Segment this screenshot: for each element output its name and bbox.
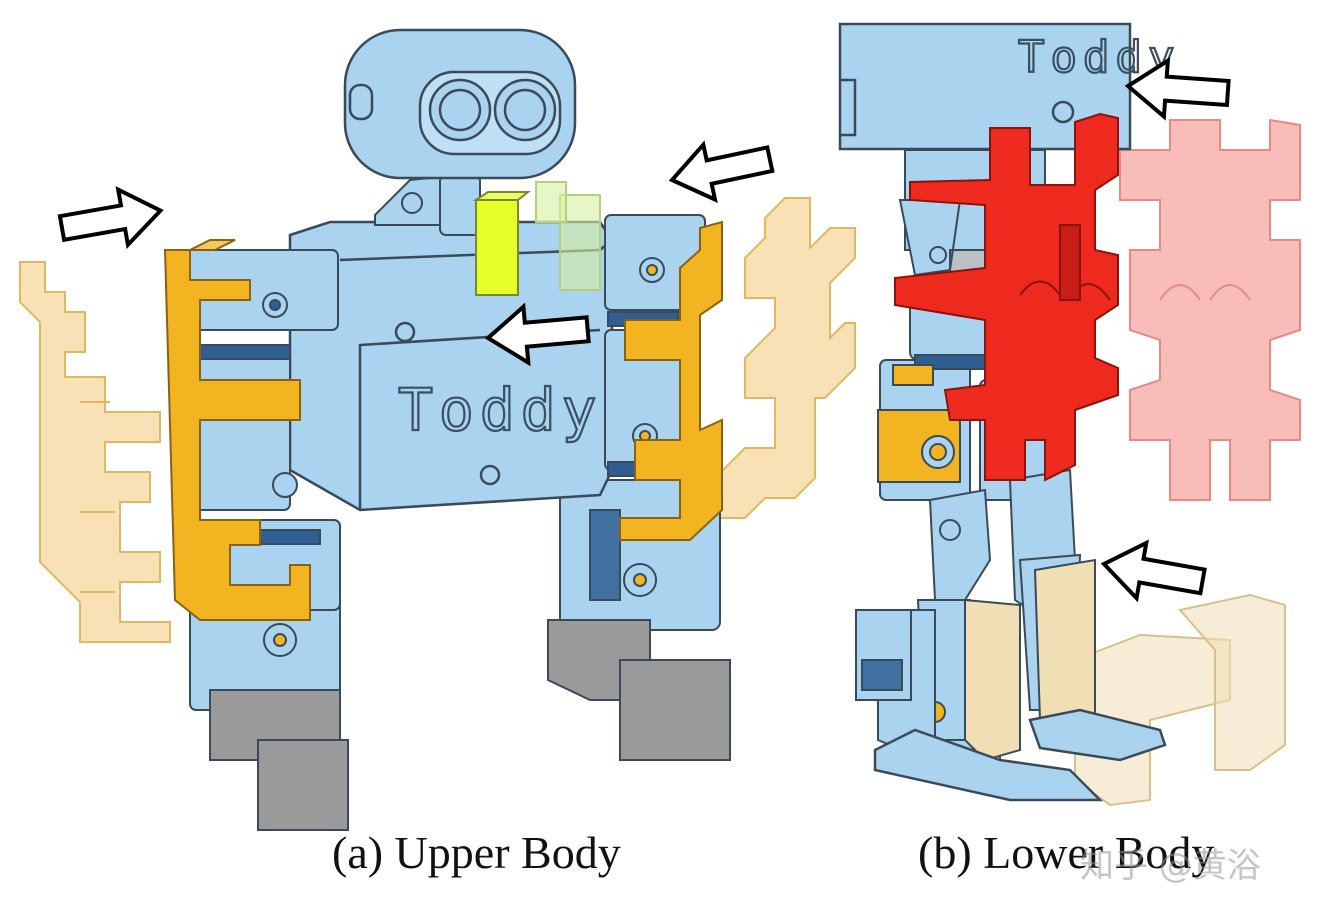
panel-upper-body: Toddy: [19, 28, 856, 831]
lower-left-motor: [855, 609, 912, 701]
arrow-right-arm-in: [664, 129, 778, 210]
neck-bracket: [374, 173, 481, 236]
robot-head: [343, 28, 577, 180]
ghost-shin-guards: [1074, 593, 1286, 807]
panel-lower-body: Toddy: [838, 22, 1301, 807]
torso: Toddy: [288, 220, 614, 512]
torso-engraving: Toddy: [398, 376, 603, 444]
left-arm-frame: [163, 239, 311, 621]
ghost-hip-frame: [1119, 118, 1301, 501]
shin-guards: [877, 558, 1096, 771]
hip-frame: [894, 112, 1119, 482]
caption-lower-body: (b) Lower Body: [918, 827, 1215, 878]
watermark: 知乎 @黄浴: [1080, 846, 1261, 886]
neck-accent-block: [472, 181, 601, 296]
ghost-right-arm-frame: [714, 197, 856, 519]
caption-upper-body: (a) Upper Body: [332, 827, 621, 878]
left-leg: [189, 599, 349, 831]
arrow-shin-guard-in: [1097, 534, 1210, 611]
feet: [873, 708, 1167, 802]
right-arm-frame: [619, 220, 723, 541]
lower-orange-servos: [877, 364, 961, 483]
ghost-left-arm-frame: [19, 261, 171, 643]
arrow-left-arm-in: [55, 181, 168, 258]
